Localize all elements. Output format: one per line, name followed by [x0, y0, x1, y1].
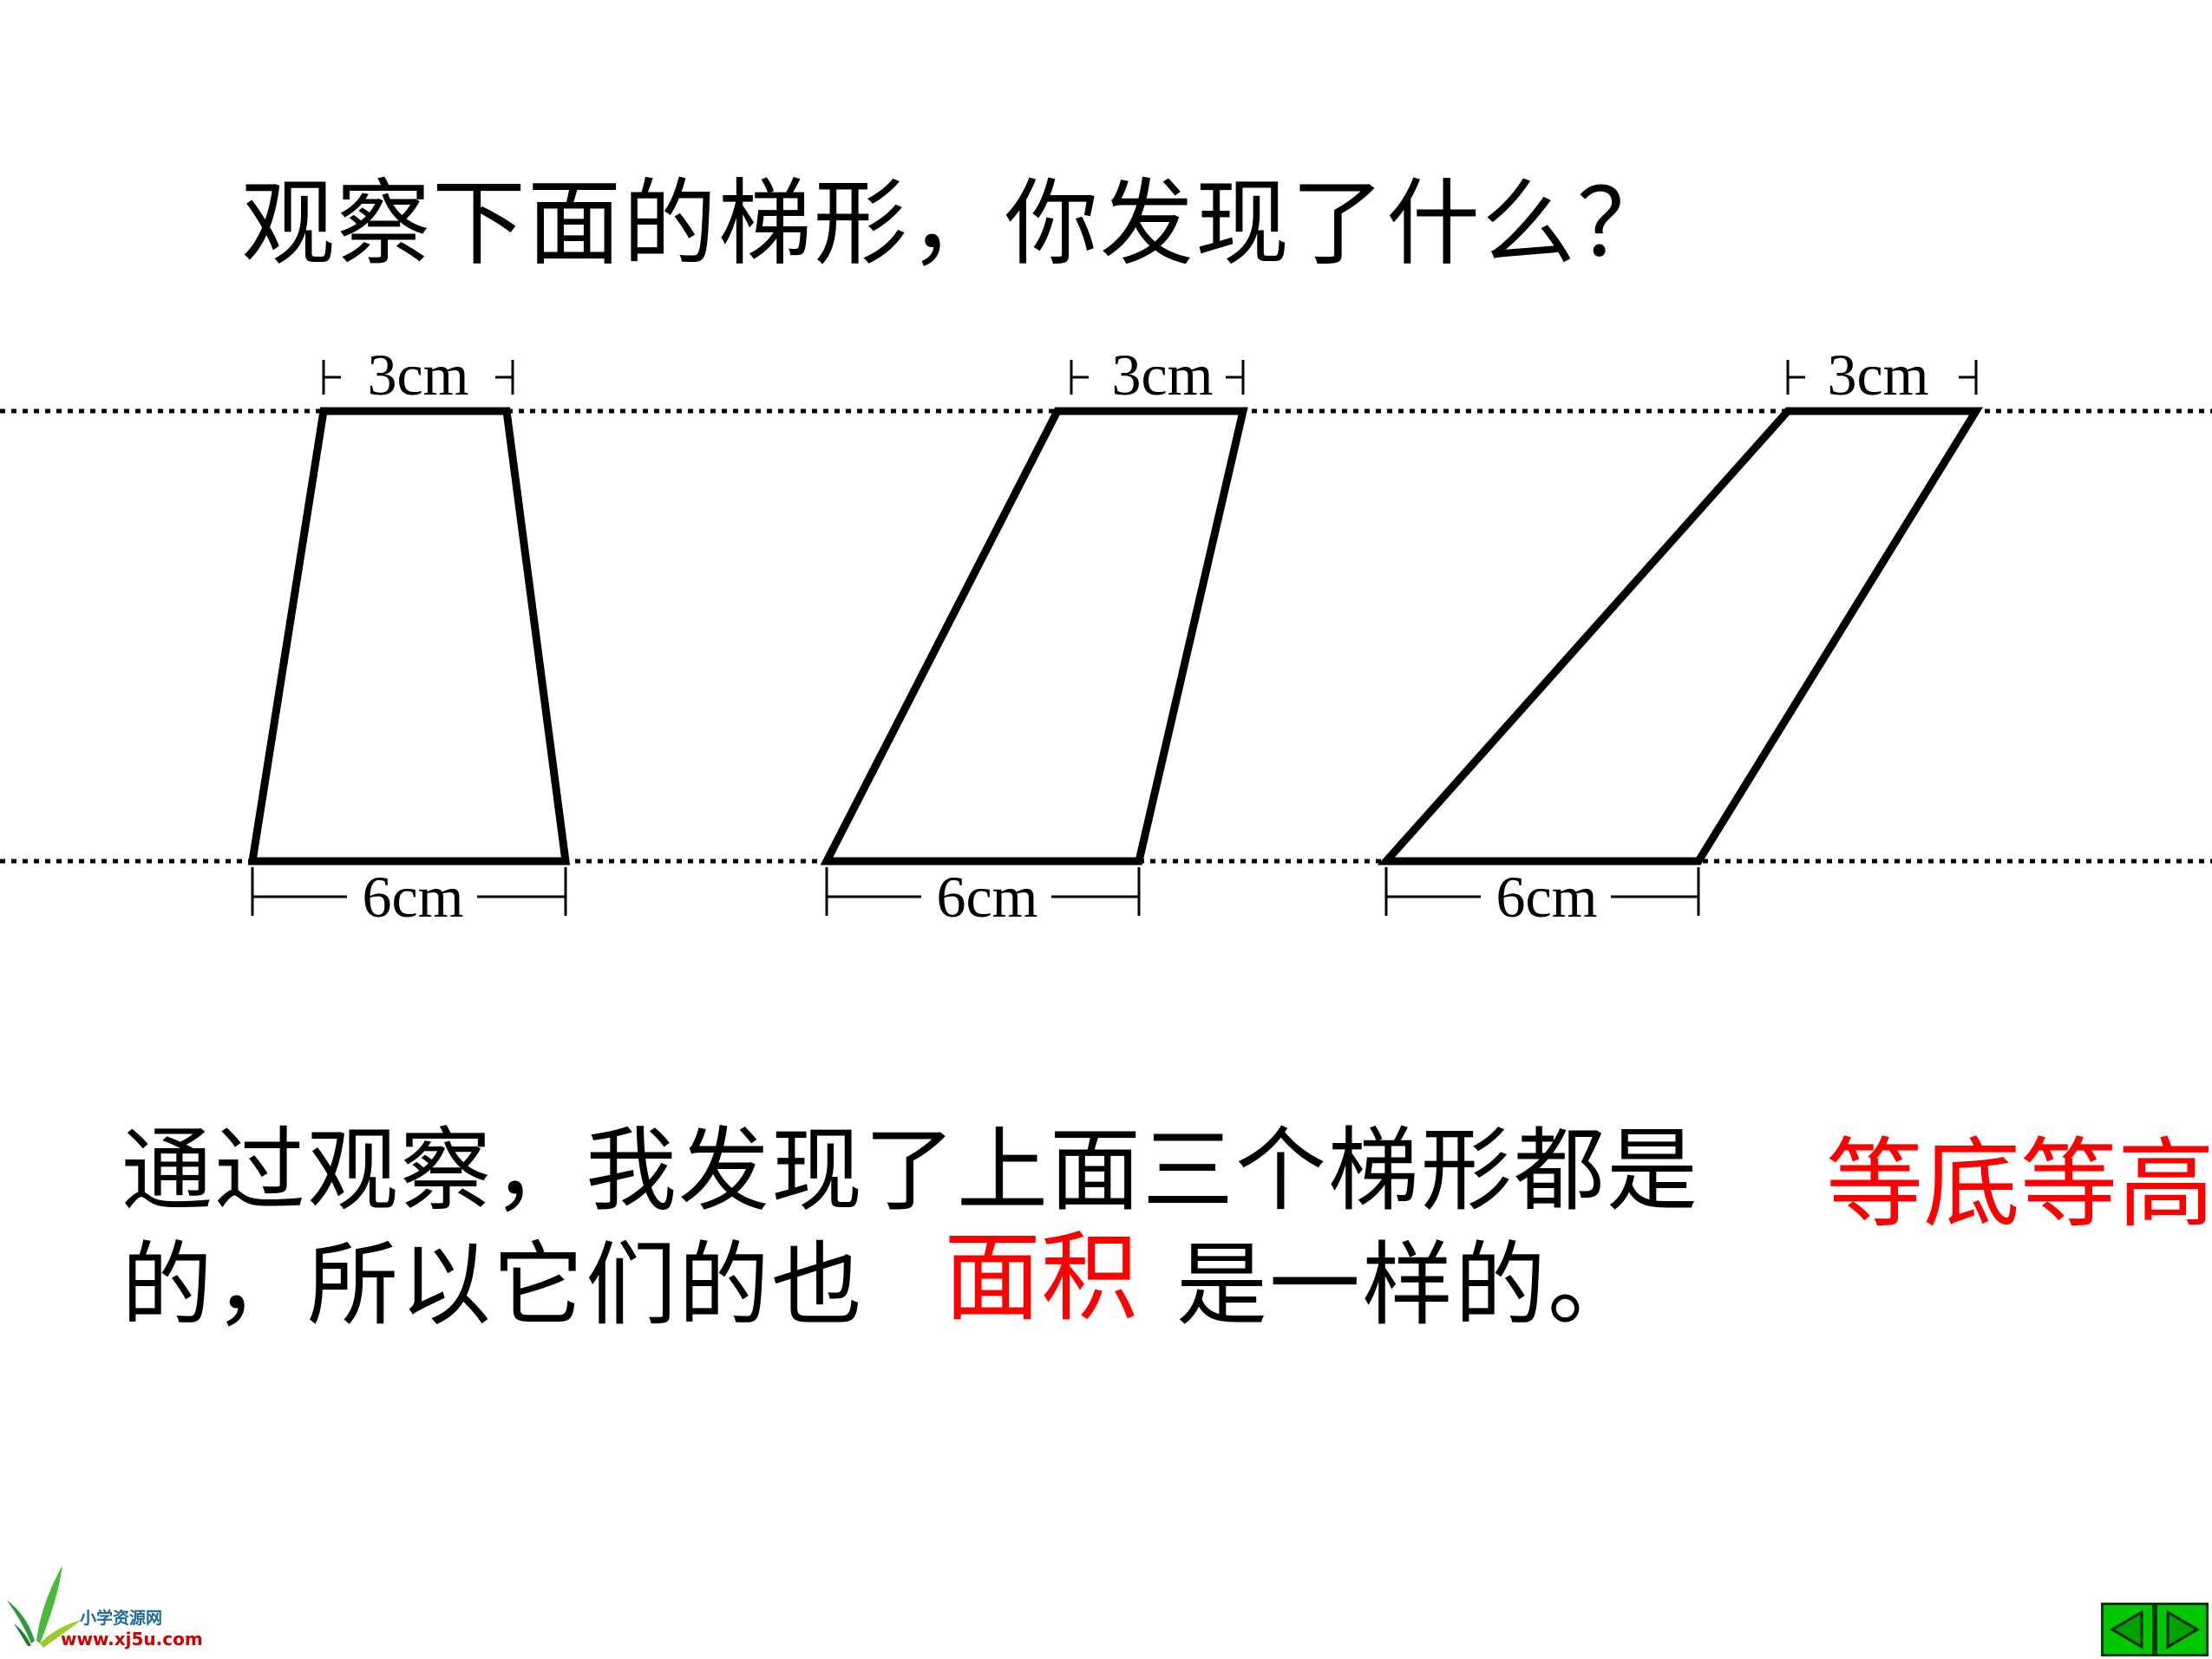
- conclusion-line-1: 通过观察，我发现了上面三个梯形都是: [121, 1118, 1700, 1224]
- triangle-left-icon: [2110, 1610, 2143, 1649]
- trapezoid-2: 3cm 6cm: [820, 342, 1248, 930]
- question-title: 观察下面的梯形，你发现了什么？: [241, 170, 1673, 278]
- trapezoid-2-bottom-label: 6cm: [936, 864, 1037, 930]
- previous-slide-button[interactable]: [2101, 1603, 2155, 1656]
- conclusion-line-2-suffix: 是一样的。: [1176, 1232, 1641, 1338]
- trapezoid-2-shape: [820, 407, 1248, 865]
- triangle-right-icon: [2166, 1610, 2200, 1649]
- trapezoid-1-bottom-label: 6cm: [362, 864, 463, 930]
- answer-equal-base-height: 等底等高: [1826, 1128, 2212, 1241]
- trapezoid-2-top-label: 3cm: [1111, 342, 1213, 408]
- conclusion-line-2-prefix: 的，所以它们的也: [121, 1232, 865, 1338]
- trapezoid-3: 3cm 6cm: [1377, 342, 1984, 930]
- trapezoid-1-shape: [247, 407, 571, 865]
- next-slide-button[interactable]: [2155, 1603, 2209, 1656]
- site-logo: [7, 1565, 82, 1648]
- trapezoid-3-bottom-label: 6cm: [1495, 864, 1597, 930]
- trapezoid-1: 3cm 6cm: [247, 342, 571, 930]
- trapezoid-3-top-label: 3cm: [1827, 342, 1928, 408]
- trapezoid-1-top-label: 3cm: [367, 342, 468, 408]
- trapezoid-3-shape: [1377, 407, 1984, 865]
- logo-url: www.xj5u.com: [61, 1629, 203, 1649]
- logo-name: 小学资源网: [80, 1609, 163, 1628]
- answer-area: 面积: [944, 1222, 1138, 1335]
- slide-navigation: [2101, 1603, 2209, 1656]
